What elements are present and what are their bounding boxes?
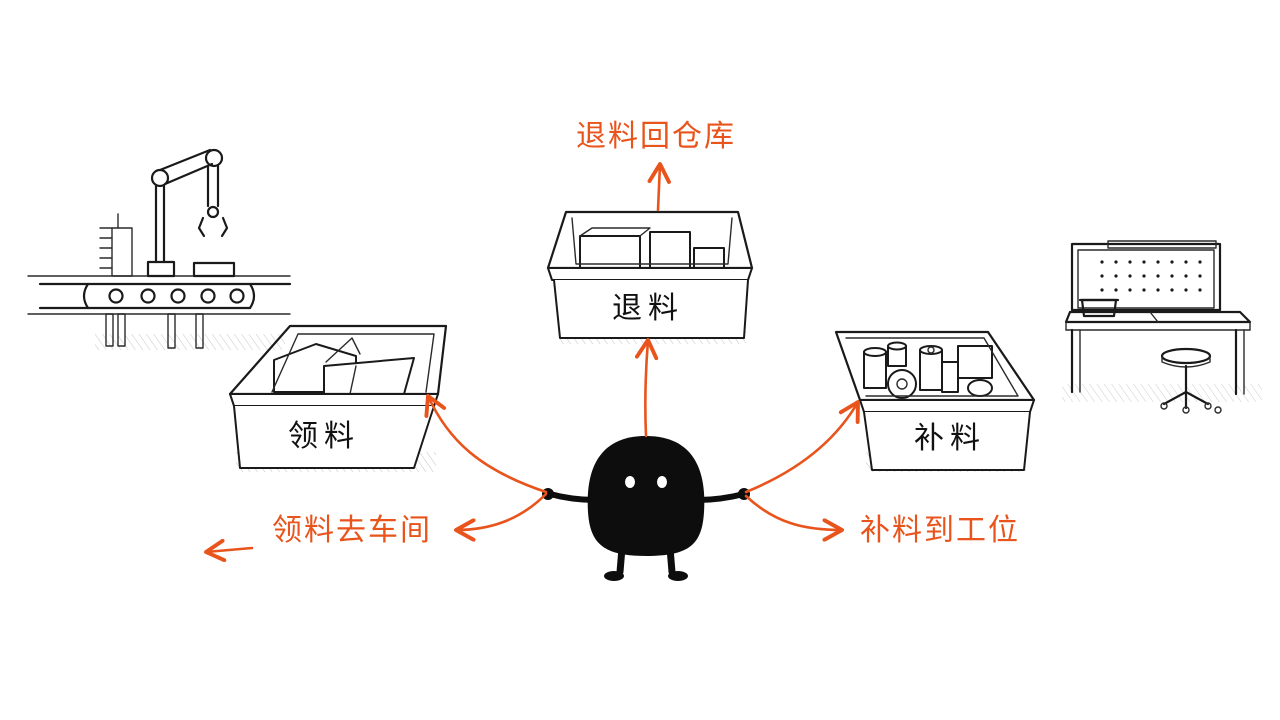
label-return-to-warehouse: 退料回仓库 — [576, 119, 736, 154]
arrow-to-warehouse — [647, 162, 671, 212]
bin-issue-label: 领料 — [288, 419, 360, 454]
flow-arrows — [204, 162, 860, 563]
bin-return-label: 退料 — [612, 291, 684, 326]
workbench-pegboard-stool-icon — [1062, 240, 1262, 414]
label-issue-to-workshop: 领料去车间 — [272, 513, 432, 548]
arrow-to-replenish-bin — [744, 400, 860, 494]
arrow-to-station — [744, 494, 844, 542]
arrow-to-return-bin — [634, 338, 659, 438]
bin-replenish-label: 补料 — [914, 421, 986, 456]
black-blob-character-icon — [542, 436, 750, 581]
arrow-left-out — [204, 538, 254, 563]
bin-issue: 领料 — [228, 324, 448, 472]
bin-return: 退料 — [546, 210, 754, 344]
factory-conveyor-robot-arm-icon — [27, 148, 292, 350]
bin-replenish: 补料 — [834, 330, 1036, 472]
arrow-to-workshop — [454, 492, 548, 542]
label-replenish-to-station: 补料到工位 — [860, 513, 1020, 548]
arrow-to-issue-bin — [424, 394, 548, 494]
